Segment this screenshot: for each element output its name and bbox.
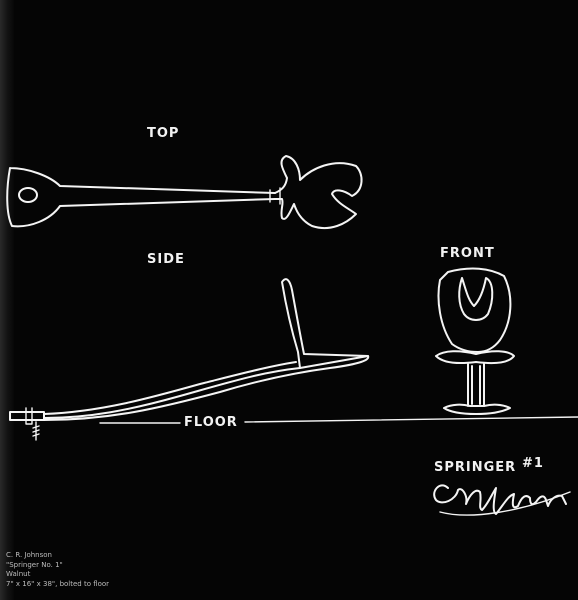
floor-line-stroke — [99, 416, 578, 424]
front-view — [435, 267, 515, 415]
side-view — [9, 278, 370, 441]
front-view-seat — [435, 350, 515, 365]
title-number: #1 — [522, 456, 544, 471]
caption: C. R. Johnson "Springer No. 1" Walnut 7"… — [6, 551, 206, 589]
top-view — [6, 155, 363, 230]
front-view-backrest-slot — [458, 277, 494, 321]
label-top: TOP — [147, 126, 179, 141]
side-view-spring-arm-top — [43, 361, 297, 415]
book-spine-shadow — [0, 0, 14, 600]
top-view-base-plate — [6, 167, 276, 228]
label-front: FRONT — [440, 246, 495, 261]
top-view-bolt-hole — [18, 187, 38, 203]
side-view-spring-arm — [43, 355, 370, 421]
signature-underline — [439, 491, 571, 516]
label-floor: FLOOR — [184, 415, 238, 430]
floor-line: FLOOR — [99, 415, 578, 430]
side-view-floor-bolt — [32, 421, 40, 441]
caption-material: Walnut — [6, 570, 31, 578]
side-view-bolt-head — [25, 407, 33, 425]
front-view-base — [443, 403, 511, 415]
caption-work: "Springer No. 1" — [6, 560, 63, 569]
caption-artist: C. R. Johnson — [6, 551, 52, 559]
side-view-backrest — [281, 278, 369, 369]
top-view-seat — [274, 155, 363, 230]
title-springer: SPRINGER — [434, 460, 516, 475]
top-view-joint — [269, 187, 281, 205]
signature-strokes — [433, 484, 567, 515]
front-view-backrest — [437, 267, 512, 353]
signature — [433, 484, 571, 516]
title-block: SPRINGER #1 — [434, 456, 544, 475]
caption-dimensions: 7" x 16" x 38", bolted to floor — [6, 579, 110, 588]
side-view-base-block — [9, 411, 45, 421]
label-side: SIDE — [147, 252, 185, 267]
front-view-post — [467, 363, 485, 407]
